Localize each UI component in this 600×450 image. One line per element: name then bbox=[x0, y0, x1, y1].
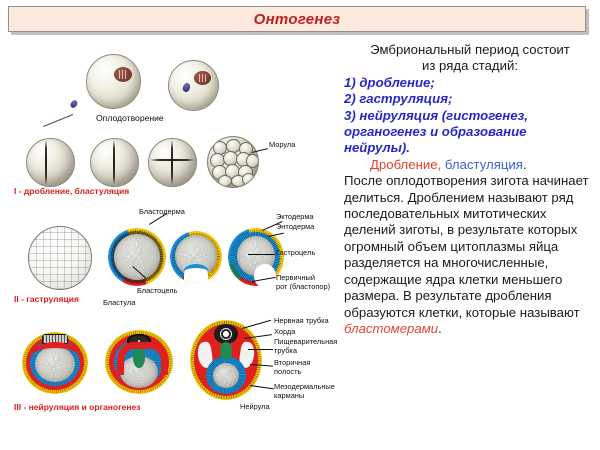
leader-line-neural-tube bbox=[242, 319, 272, 329]
lesson-text-panel: Эмбриональный период состоит из ряда ста… bbox=[344, 42, 596, 446]
embryo-4-cell-stage bbox=[148, 138, 197, 187]
slide-title-bar: Онтогенез bbox=[8, 6, 586, 32]
leader-line-gastrocoel bbox=[248, 254, 275, 255]
subheading-blastulation: бластуляция bbox=[444, 156, 523, 172]
cleavage-furrow-icon bbox=[171, 139, 173, 186]
page-title: Онтогенез bbox=[253, 10, 341, 28]
stage-item-2: 2) гаструляция; bbox=[344, 91, 453, 107]
body-text-main: После оплодотворения зигота начинает дел… bbox=[344, 173, 589, 320]
blastula-cell-mesh-icon bbox=[29, 227, 91, 289]
callout-mesoderm-pockets-line2: карманы bbox=[274, 391, 305, 400]
intro-line-2: из ряда стадий: bbox=[421, 58, 518, 74]
callout-secondary-cavity-line2: полость bbox=[274, 367, 302, 376]
zygote-female-pronucleus-icon bbox=[194, 71, 211, 85]
callout-digestive-tube-line1: Пищеварительная bbox=[274, 337, 338, 346]
body-term-blastomeres: бластомерами bbox=[344, 320, 439, 336]
embryo-2-cell-stage bbox=[26, 138, 75, 187]
callout-blastoderm: Бластодерма bbox=[139, 207, 185, 216]
embryo-2-cell-stage-alt bbox=[90, 138, 139, 187]
sperm-head-icon bbox=[69, 99, 79, 109]
stage-item-3: 3) нейруляция (гистогенез, bbox=[344, 107, 528, 123]
cleavage-furrow-icon bbox=[150, 159, 195, 161]
mid-neurula-cross-section bbox=[105, 330, 173, 394]
neurula-cross-section bbox=[190, 320, 262, 400]
callout-digestive-tube-line2: трубка bbox=[274, 346, 297, 355]
blastula-sphere bbox=[28, 226, 92, 290]
callout-secondary-cavity-line1: Вторичная bbox=[274, 358, 311, 367]
callout-notochord: Хорда bbox=[274, 327, 296, 336]
stage-item-1: 1) дробление; bbox=[344, 74, 435, 90]
oocyte-with-sperm bbox=[86, 54, 141, 109]
cleavage-furrow-icon bbox=[45, 139, 47, 186]
zygote-after-fusion bbox=[168, 60, 219, 111]
embryo-development-diagram: Оплодотворение bbox=[0, 38, 338, 438]
body-paragraph: После оплодотворения зигота начинает дел… bbox=[344, 173, 596, 337]
subheading-period: . bbox=[522, 156, 527, 172]
stage-label-neurulation: III - нейруляция и органогенез bbox=[14, 402, 141, 412]
sperm-tail-icon bbox=[43, 114, 74, 127]
body-text-end: . bbox=[438, 320, 442, 336]
callout-blastopore-line2: рот (бластопор) bbox=[276, 282, 331, 291]
gut-lumen bbox=[213, 363, 239, 388]
callout-blastopore-line1: Первичный bbox=[276, 273, 315, 282]
callout-blastocoel: Бластоцель bbox=[137, 286, 178, 295]
stage-label-gastrulation: II - гаструляция bbox=[14, 294, 79, 304]
early-gastrula-cross-section bbox=[170, 231, 222, 283]
subheading-cleavage: Дробление, bbox=[370, 156, 442, 172]
blastula-cross-section bbox=[108, 228, 166, 286]
gastrocoel-early bbox=[175, 235, 217, 277]
callout-endoderm: Энтодерма bbox=[276, 222, 315, 231]
sperm-pronucleus-icon bbox=[181, 82, 192, 93]
egg-nucleus-icon bbox=[114, 67, 132, 82]
stage-item-3-cont: органогенез и образование bbox=[344, 124, 527, 140]
stage-label-cleavage: I - дробление, бластуляция bbox=[14, 186, 130, 196]
callout-neural-tube: Нервная трубка bbox=[274, 316, 329, 325]
callout-gastrocoel: Гастроцель bbox=[276, 248, 316, 257]
callout-neurula: Нейрула bbox=[240, 402, 270, 411]
callout-blastula: Бластула bbox=[103, 298, 136, 307]
callout-morula: Морула bbox=[269, 140, 296, 149]
leader-line-mesoderm-pockets bbox=[249, 385, 274, 390]
stage-label-fertilization: Оплодотворение bbox=[96, 113, 164, 123]
callout-ectoderm: Эктодерма bbox=[276, 212, 314, 221]
leader-line-digestive-tube bbox=[248, 349, 273, 350]
cleavage-furrow-icon bbox=[113, 139, 115, 186]
callout-mesoderm-pockets-line1: Мезодермальные bbox=[274, 382, 335, 391]
late-gastrula-cross-section bbox=[228, 228, 284, 286]
early-neurula-cross-section bbox=[22, 332, 88, 394]
morula-stage bbox=[207, 136, 259, 188]
stage-item-3-end: нейрулы). bbox=[344, 140, 410, 156]
section-subheading: Дробление, бластуляция. bbox=[344, 157, 596, 173]
intro-line-1: Эмбриональный период состоит bbox=[370, 42, 570, 57]
blastocoel-cavity bbox=[114, 234, 160, 280]
